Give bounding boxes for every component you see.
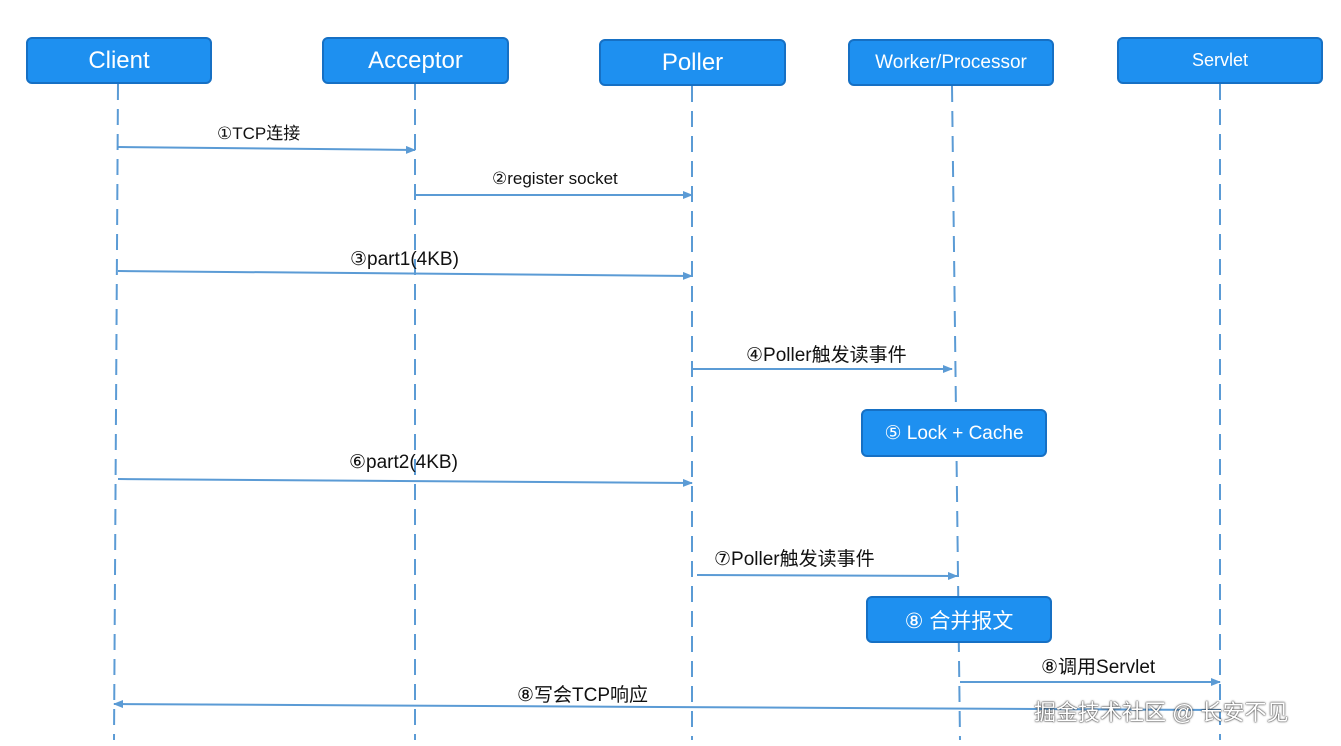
arrow-m8b [113,700,1221,711]
message-label-m2: ②register socket [492,169,618,188]
message-label-m7: ⑦Poller触发读事件 [714,549,875,570]
arrow-m6 [117,478,693,487]
actor-servlet: Servlet [1117,37,1323,84]
message-label-m8b: ⑧写会TCP响应 [517,685,649,706]
message-label-m4: ④Poller触发读事件 [746,345,907,366]
message-label-m8a: ⑧调用Servlet [1041,657,1156,678]
process-box-merge-message: ⑧ 合并报文 [866,596,1052,643]
message-label-m3: ③part1(4KB) [350,249,459,270]
arrow-m3 [117,270,693,280]
actor-client: Client [26,37,212,84]
arrow-m1 [117,145,416,154]
actor-acceptor: Acceptor [322,37,509,84]
lifeline-client [113,83,119,741]
actor-worker-processor: Worker/Processor [848,39,1054,86]
process-box-lock-cache: ⑤ Lock + Cache [861,409,1047,457]
message-label-m1: ①TCP连接 [217,124,301,143]
watermark: 掘金技术社区 @ 长安不见 [1034,700,1289,725]
arrow-m7 [696,571,958,580]
message-label-m6: ⑥part2(4KB) [349,452,458,473]
actor-poller: Poller [599,39,786,86]
